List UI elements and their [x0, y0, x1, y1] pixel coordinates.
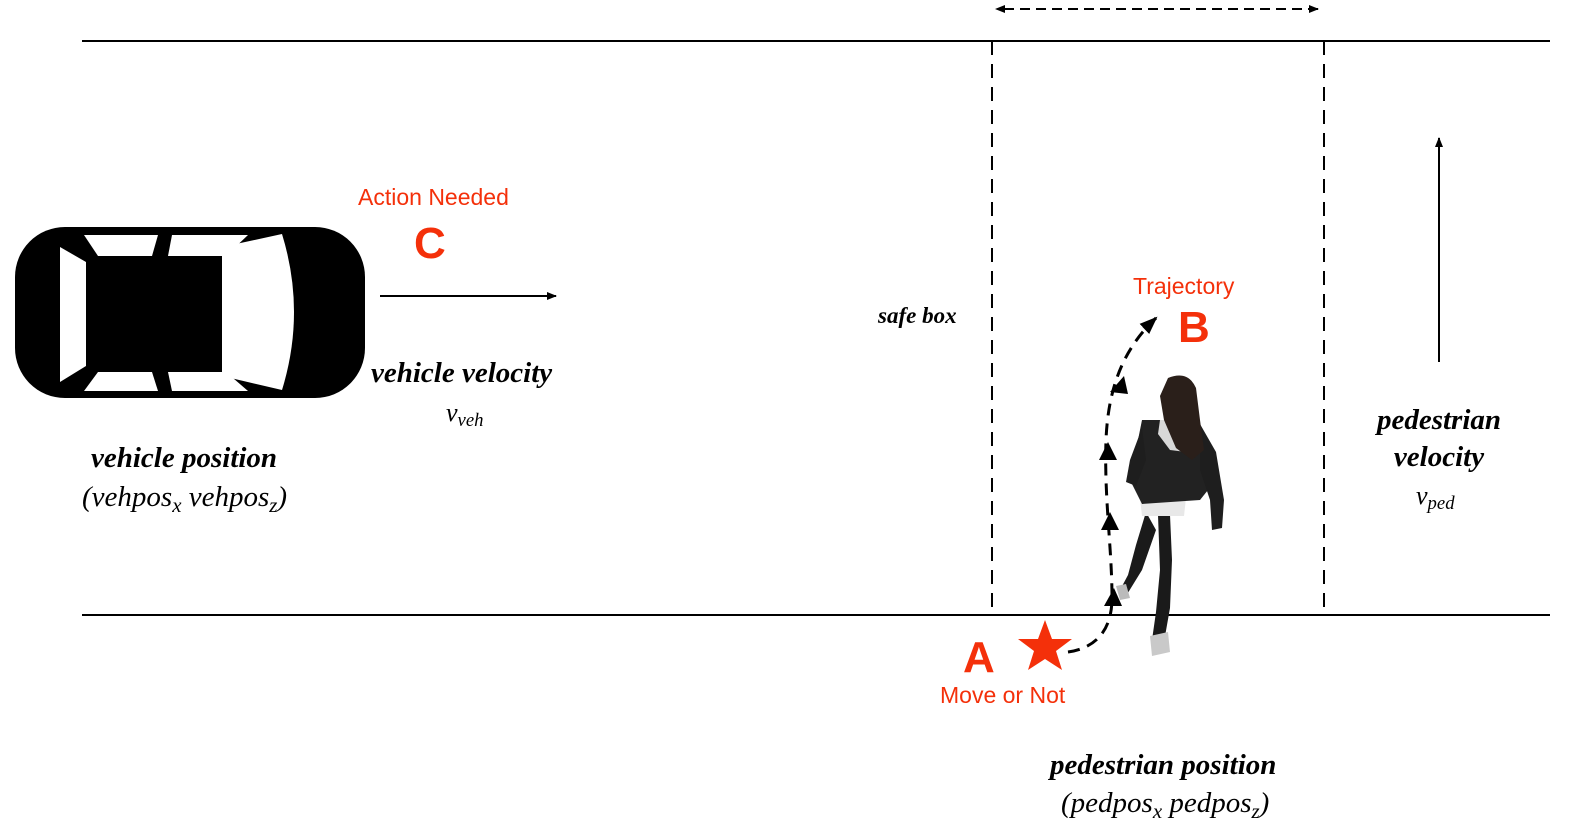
trajectory-arrowhead	[1110, 376, 1128, 394]
trajectory-arrowhead	[1101, 512, 1119, 530]
vehicle-velocity-label: vehicle velocity	[371, 357, 553, 389]
trajectory-arrowhead	[1099, 442, 1117, 460]
pedestrian-velocity-symbol: vped	[1416, 481, 1455, 515]
star-icon	[1018, 620, 1072, 670]
pedestrian-velocity-line1: pedestrian	[1376, 404, 1502, 436]
move-or-not-label: Move or Not	[940, 682, 1066, 708]
pedestrian-velocity-label: pedestrian velocity	[1360, 402, 1518, 476]
letter-c-label: C	[414, 219, 446, 268]
letter-b-label: B	[1178, 303, 1210, 352]
trajectory-arrowhead	[1104, 588, 1122, 606]
walking-pedestrian-icon	[1116, 375, 1224, 656]
car-top-view-icon	[15, 227, 365, 398]
safe-box-label: safe box	[878, 303, 957, 328]
trajectory-path	[1067, 316, 1158, 654]
pedestrian-position-label: pedestrian position	[1050, 749, 1277, 781]
vehicle-velocity-symbol: vveh	[446, 398, 484, 432]
vehicle-position-coords: (vehposx vehposz)	[82, 481, 288, 517]
pedestrian-position-coords: (pedposx pedposz)	[1061, 787, 1270, 823]
letter-a-label: A	[963, 633, 995, 682]
trajectory-label: Trajectory	[1133, 273, 1235, 299]
pedestrian-velocity-line2: velocity	[1393, 441, 1485, 473]
action-needed-label: Action Needed	[358, 184, 509, 210]
vehicle-position-label: vehicle position	[91, 442, 278, 474]
